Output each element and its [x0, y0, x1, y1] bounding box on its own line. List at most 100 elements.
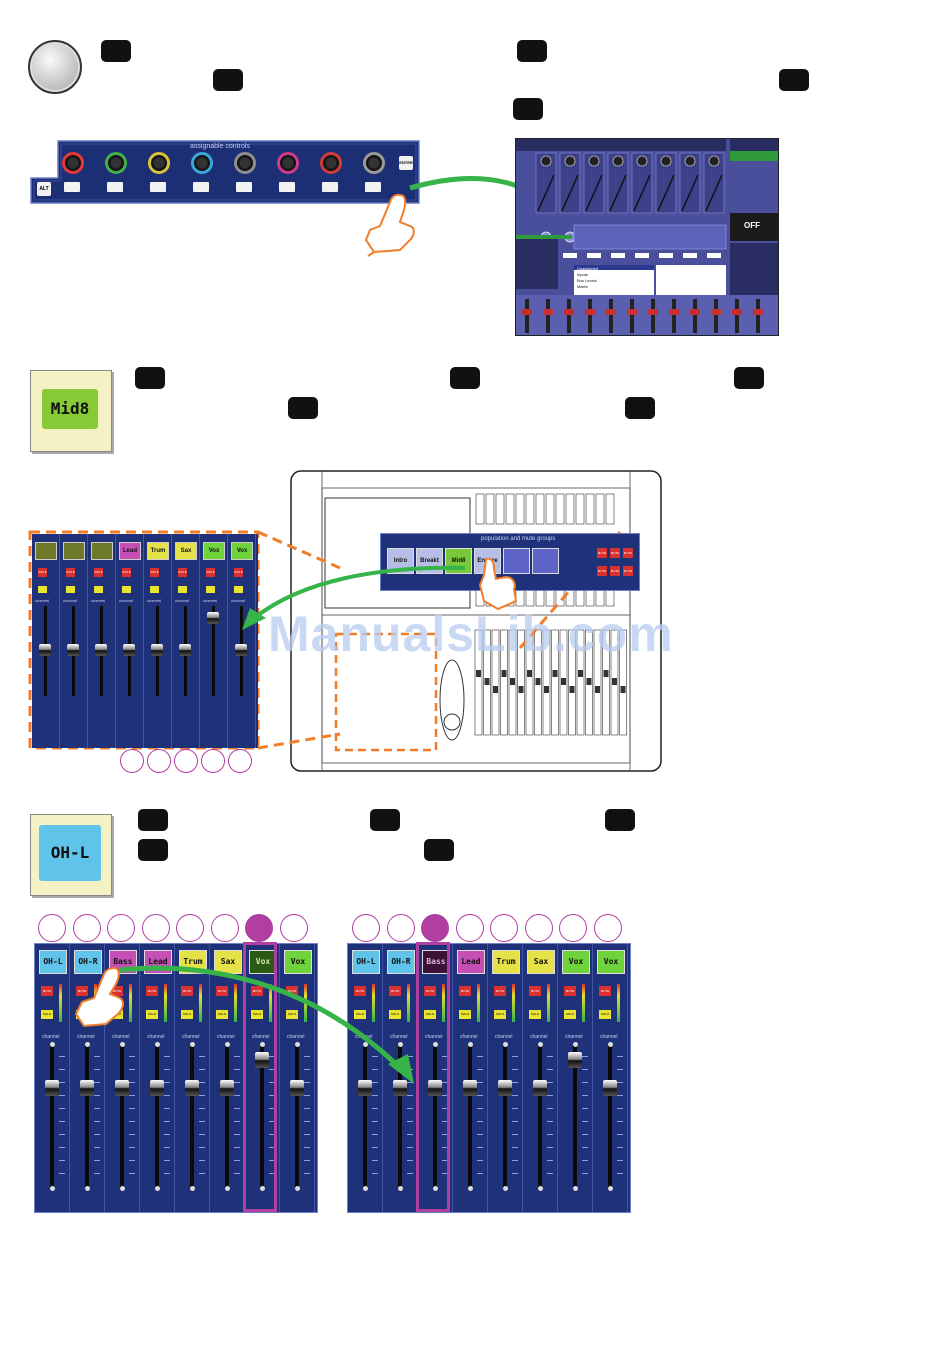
screen-list-item[interactable]: Matrix — [577, 284, 588, 289]
assign-softkey-button[interactable] — [107, 182, 123, 192]
mute-button[interactable]: MUTE — [41, 986, 53, 996]
channel-label-button[interactable]: Sax — [214, 950, 242, 974]
mute-button[interactable]: MUTE — [494, 986, 506, 996]
mute-button[interactable]: MUTE — [389, 986, 401, 996]
solo-button[interactable] — [178, 586, 187, 593]
mute-group-button[interactable]: MUTE — [623, 548, 633, 558]
channel-label-button[interactable] — [91, 542, 113, 560]
solo-button[interactable]: SOLO — [529, 1010, 541, 1019]
enter-button[interactable]: ENTER — [399, 156, 413, 170]
fader-cap[interactable] — [235, 644, 247, 656]
assign-softkey-button[interactable] — [236, 182, 252, 192]
rotary-knob-icon[interactable] — [277, 152, 299, 174]
mute-button[interactable]: MUTE — [564, 986, 576, 996]
solo-button[interactable]: SOLO — [494, 1010, 506, 1019]
mute-group-button[interactable]: MUTE — [610, 566, 620, 576]
channel-label-button[interactable]: Vox — [284, 950, 312, 974]
channel-label-button[interactable]: OH-L — [352, 950, 380, 974]
channel-label-button[interactable]: Vox — [203, 542, 225, 560]
fader-cap[interactable] — [358, 1080, 372, 1096]
solo-button[interactable]: SOLO — [216, 1010, 228, 1019]
mute-button[interactable]: MUTE — [599, 986, 611, 996]
rotary-knob-icon[interactable] — [148, 152, 170, 174]
fader-cap[interactable] — [290, 1080, 304, 1096]
mute-group-button[interactable]: MUTE — [597, 566, 607, 576]
channel-label-button[interactable]: Lead — [457, 950, 485, 974]
mute-group-button[interactable]: MUTE — [597, 548, 607, 558]
rotary-knob-icon[interactable] — [191, 152, 213, 174]
solo-button[interactable]: SOLO — [41, 1010, 53, 1019]
mute-button[interactable]: MUTE — [76, 986, 88, 996]
mute-button[interactable]: MUTE — [181, 986, 193, 996]
solo-button[interactable]: SOLO — [146, 1010, 158, 1019]
mute-group-button[interactable]: MUTE — [623, 566, 633, 576]
mute-group-button[interactable]: MUTE — [610, 548, 620, 558]
fader-cap[interactable] — [67, 644, 79, 656]
solo-button[interactable]: SOLO — [251, 1010, 263, 1019]
solo-button[interactable] — [234, 586, 243, 593]
mute-button[interactable]: MUTE — [251, 986, 263, 996]
fader-cap[interactable] — [568, 1052, 582, 1068]
rotary-knob-icon[interactable] — [105, 152, 127, 174]
assign-softkey-button[interactable] — [150, 182, 166, 192]
fader-cap[interactable] — [603, 1080, 617, 1096]
screen-list-item[interactable]: Bus Levels — [577, 278, 597, 283]
assign-softkey-button[interactable] — [64, 182, 80, 192]
mute-button[interactable]: MUTE — [94, 568, 103, 577]
solo-button[interactable]: SOLO — [181, 1010, 193, 1019]
solo-button[interactable] — [94, 586, 103, 593]
oh-l-button[interactable]: OH-L — [30, 814, 112, 896]
fader-cap[interactable] — [255, 1052, 269, 1068]
population-group-button[interactable] — [532, 548, 559, 574]
channel-label-button[interactable]: Lead — [119, 542, 141, 560]
solo-button[interactable]: SOLO — [424, 1010, 436, 1019]
solo-button[interactable] — [122, 586, 131, 593]
fader-cap[interactable] — [150, 1080, 164, 1096]
fader-cap[interactable] — [123, 644, 135, 656]
mute-button[interactable]: MUTE — [178, 568, 187, 577]
fader-cap[interactable] — [45, 1080, 59, 1096]
mid8-button[interactable]: Mid8 — [30, 370, 112, 452]
assign-softkey-button[interactable] — [279, 182, 295, 192]
mute-button[interactable]: MUTE — [66, 568, 75, 577]
channel-label-button[interactable]: Sax — [175, 542, 197, 560]
fader-cap[interactable] — [220, 1080, 234, 1096]
solo-button[interactable]: SOLO — [286, 1010, 298, 1019]
solo-button[interactable]: SOLO — [564, 1010, 576, 1019]
alt-button[interactable]: ALT — [37, 182, 51, 196]
solo-button[interactable]: SOLO — [459, 1010, 471, 1019]
fader-cap[interactable] — [115, 1080, 129, 1096]
rotary-knob-icon[interactable] — [320, 152, 342, 174]
solo-button[interactable] — [38, 586, 47, 593]
mute-button[interactable]: MUTE — [111, 986, 123, 996]
solo-button[interactable]: SOLO — [354, 1010, 366, 1019]
mute-button[interactable]: MUTE — [206, 568, 215, 577]
fader-cap[interactable] — [498, 1080, 512, 1096]
solo-button[interactable]: SOLO — [599, 1010, 611, 1019]
channel-label-button[interactable]: Trum — [492, 950, 520, 974]
mute-button[interactable]: MUTE — [146, 986, 158, 996]
rotary-knob-icon[interactable] — [234, 152, 256, 174]
channel-label-button[interactable]: Vox — [597, 950, 625, 974]
mute-button[interactable]: MUTE — [529, 986, 541, 996]
fader-cap[interactable] — [179, 644, 191, 656]
solo-button[interactable]: SOLO — [389, 1010, 401, 1019]
fader-cap[interactable] — [185, 1080, 199, 1096]
screen-list-item[interactable]: Unassigned — [577, 266, 599, 271]
assign-softkey-button[interactable] — [365, 182, 381, 192]
population-group-button[interactable] — [503, 548, 530, 574]
solo-button[interactable] — [206, 586, 215, 593]
fader-cap[interactable] — [151, 644, 163, 656]
channel-label-button[interactable]: Sax — [527, 950, 555, 974]
mute-button[interactable]: MUTE — [38, 568, 47, 577]
channel-label-button[interactable] — [63, 542, 85, 560]
channel-label-button[interactable] — [35, 542, 57, 560]
channel-label-button[interactable]: Vox — [562, 950, 590, 974]
fader-cap[interactable] — [39, 644, 51, 656]
screen-list-item[interactable]: Inputs — [577, 272, 588, 277]
channel-label-button[interactable]: Trum — [147, 542, 169, 560]
channel-label-button[interactable]: OH-R — [74, 950, 102, 974]
mute-button[interactable]: MUTE — [122, 568, 131, 577]
fader-cap[interactable] — [393, 1080, 407, 1096]
rotary-knob-icon[interactable] — [62, 152, 84, 174]
